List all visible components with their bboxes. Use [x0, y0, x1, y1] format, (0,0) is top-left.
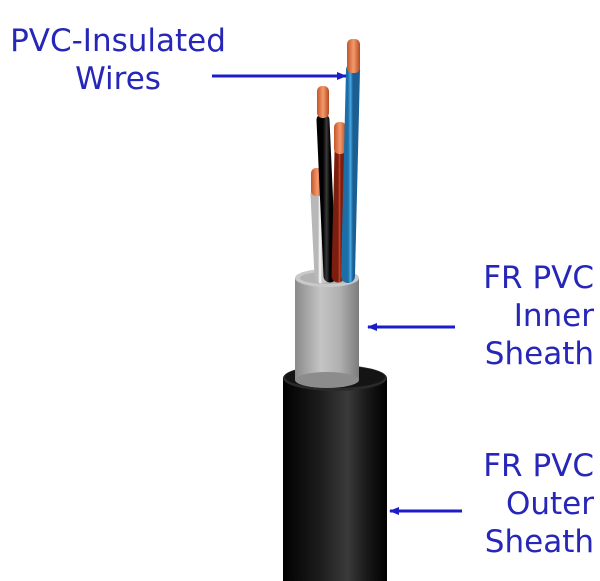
label-outer-sheath: FR PVC Outer Sheath [483, 447, 594, 561]
label-wires-line2: Wires [75, 61, 161, 97]
red-wire [331, 145, 348, 283]
black-wire [316, 113, 337, 283]
red-wire-copper-tip [334, 122, 346, 154]
white-wire [310, 187, 330, 284]
black-wire-copper-tip [317, 86, 329, 118]
insulated-wires [310, 39, 360, 284]
label-inner-line1: FR PVC [483, 260, 594, 296]
outer-sheath [283, 365, 387, 581]
label-inner-line2: Inner [513, 298, 594, 334]
blue-wire [341, 63, 360, 283]
label-outer-line1: FR PVC [483, 448, 594, 484]
label-wires-line1: PVC-Insulated [10, 23, 226, 59]
label-pvc-insulated-wires: PVC-Insulated Wires [0, 22, 236, 98]
inner-sheath [295, 269, 359, 388]
blue-wire-copper-tip [347, 39, 360, 73]
label-outer-line2: Outer [505, 486, 594, 522]
label-outer-line3: Sheath [484, 524, 594, 560]
label-inner-line3: Sheath [484, 336, 594, 372]
label-inner-sheath: FR PVC Inner Sheath [483, 259, 594, 373]
